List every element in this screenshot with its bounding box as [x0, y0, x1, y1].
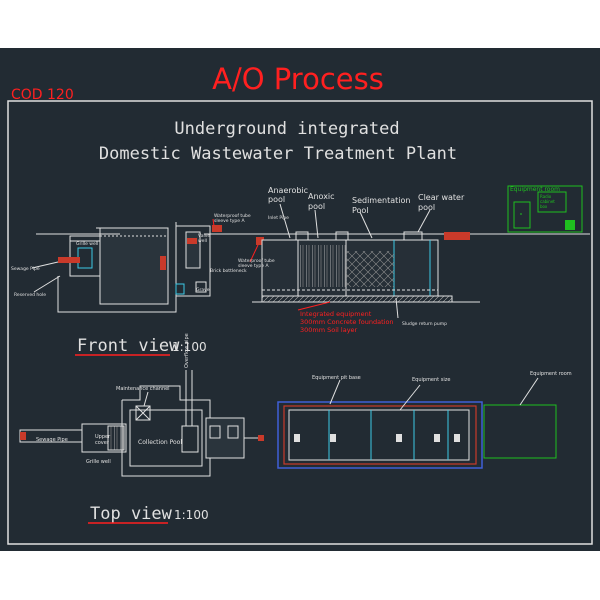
label-valve-well-2: well	[198, 238, 207, 244]
valve-well-front	[175, 225, 211, 297]
label-sludge-return-pump: Sludge return pump	[402, 321, 447, 327]
label-anoxic-pool-1: Anoxic	[308, 192, 335, 201]
valve-well-top	[205, 417, 260, 459]
label-valve-well-1: Valve	[198, 233, 210, 239]
drawing-code: COD 120	[11, 87, 74, 103]
outlet-pipe-front	[444, 232, 470, 240]
top-view-scale: 1:100	[174, 508, 209, 522]
label-tube-a-2: sleeve type A	[214, 218, 245, 224]
sleeve-a	[212, 225, 222, 232]
label-room-box-2: cabinet	[540, 199, 555, 204]
equipment-pit-inner	[283, 405, 477, 465]
front-view-caption: Front view	[77, 336, 180, 356]
label-upper-cover-1: Upper	[95, 434, 111, 440]
label-clear-water-pool-1: Clear water	[418, 193, 465, 202]
front-view-section	[31, 185, 590, 319]
label-inlet-pipe: Inlet Pipe	[268, 215, 289, 221]
equipment-room-front	[507, 185, 583, 233]
label-sedimentation-pool-1: Sedimentation	[352, 196, 410, 205]
integrated-equipment-front	[261, 231, 439, 297]
top-view-section	[19, 370, 557, 477]
label-room-box-3: box	[540, 204, 548, 209]
subtitle-line-1: Underground integrated	[174, 119, 399, 139]
top-view-caption: Top view	[90, 504, 173, 524]
label-concrete-foundation: 300mm Concrete foundation	[300, 318, 394, 326]
label-equipment-size: Equipment size	[412, 377, 450, 383]
sewage-pipe-front	[58, 257, 80, 263]
label-tube-a-1: Waterproof tube	[214, 213, 251, 219]
label-anoxic-pool-2: pool	[308, 202, 325, 211]
label-reserved-hole: Reserved hole	[14, 292, 46, 298]
equipment-size-box	[288, 409, 470, 461]
label-equipment-room-top: Equipment room	[530, 371, 572, 377]
label-equipment-pit-base: Equipment pit base	[312, 375, 361, 381]
collection-pool-top	[121, 370, 211, 477]
label-overflow-pipe: Overflow pipe	[184, 333, 190, 368]
label-gravel: Gravel	[196, 287, 211, 293]
label-brick-bottleneck: Brick bottleneck	[210, 268, 247, 274]
label-equipment-room-front: Equipment room	[510, 186, 560, 193]
label-tube-b-1: Waterproof tube	[238, 258, 275, 264]
label-anaerobic-pool-1: Anaerobic	[268, 186, 308, 195]
grille-well-top	[81, 423, 127, 453]
label-soil-layer: 300mm Soil layer	[300, 326, 358, 334]
label-grille-well-front: Grille well	[76, 241, 98, 247]
sleeve-b	[256, 237, 264, 245]
label-integrated-equipment: Integrated equipment	[300, 310, 372, 318]
equipment-pit-base	[277, 401, 483, 469]
label-maintenance-channel: Maintenance channel	[116, 386, 170, 392]
front-view-scale: 1:100	[172, 340, 207, 354]
label-sedimentation-pool-2: Pool	[352, 206, 369, 215]
drawing-frame	[7, 100, 593, 545]
label-grille-well-top: Grille well	[86, 459, 111, 465]
label-collection-pool: Collection Pool	[138, 439, 182, 446]
label-upper-cover-2: cover	[95, 440, 110, 446]
label-sewage-pipe-top: Sewage Pipe	[36, 437, 68, 443]
collection-pool-front	[57, 222, 177, 313]
page-title: A/O Process	[212, 62, 384, 96]
front-view-labels: Anaerobic pool Anoxic pool Sedimentation…	[11, 186, 560, 334]
top-view-labels: Maintenance channel Overflow pipe Sewage…	[36, 333, 572, 465]
subtitle-line-2: Domestic Wastewater Treatment Plant	[99, 144, 457, 164]
label-room-box-1: Radio	[540, 194, 552, 199]
label-sewage-pipe-front: Sewage Pipe	[11, 266, 40, 272]
label-anaerobic-pool-2: pool	[268, 195, 285, 204]
foundation-front	[261, 295, 453, 303]
label-tube-b-2: sleeve type A	[238, 263, 269, 269]
label-clear-water-pool-2: pool	[418, 203, 435, 212]
